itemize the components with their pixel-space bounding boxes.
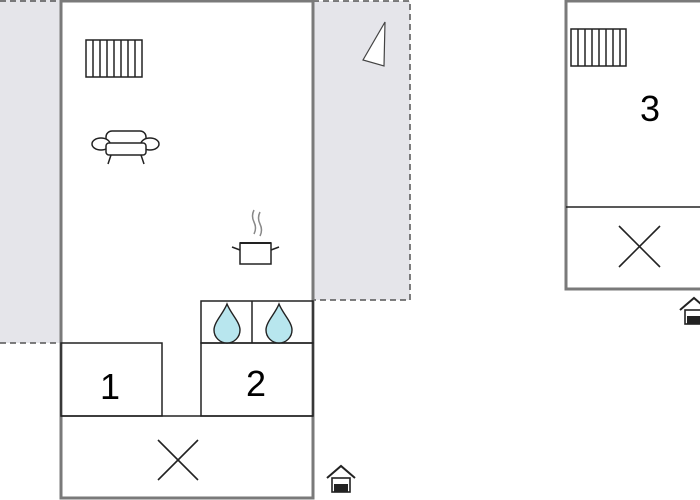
bed-cross-icon bbox=[157, 439, 199, 481]
entrance-icon bbox=[326, 464, 356, 493]
annex-building bbox=[564, 0, 700, 291]
terrace-right bbox=[313, 1, 410, 300]
terrace-left bbox=[0, 0, 61, 343]
sofa-icon bbox=[91, 130, 160, 165]
terrace-right-outline bbox=[313, 0, 411, 301]
main-building bbox=[59, 0, 315, 500]
cooking-pot-icon bbox=[231, 209, 280, 265]
radiator-icon bbox=[570, 28, 627, 67]
bed-cross-icon bbox=[618, 225, 661, 268]
room-1-number: 1 bbox=[100, 366, 120, 407]
north-arrow-icon bbox=[362, 21, 386, 67]
entrance-icon bbox=[679, 296, 700, 325]
room-2-number: 2 bbox=[246, 363, 266, 404]
room-3-number: 3 bbox=[640, 88, 660, 129]
water-drop-icon bbox=[265, 302, 293, 344]
radiator-icon bbox=[85, 39, 143, 78]
water-drop-icon bbox=[213, 302, 241, 344]
